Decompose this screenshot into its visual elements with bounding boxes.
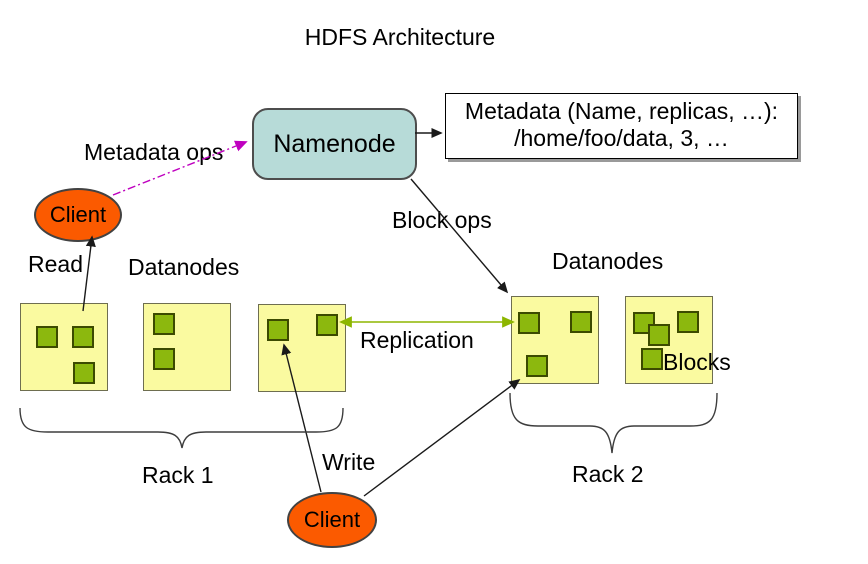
block-square [518,312,540,334]
block-square [648,324,670,346]
datanode-box-2 [143,303,231,391]
read-label: Read [28,251,83,277]
block-square [677,311,699,333]
blocks-label: Blocks [663,349,731,375]
read-arrow [82,235,96,312]
client-node-top: Client [34,188,122,242]
block-square [526,355,548,377]
write-arrow-rack2 [363,378,521,497]
replication-label: Replication [360,327,474,353]
block-square [153,313,175,335]
rack1-label: Rack 1 [142,462,214,488]
datanode-box-4 [511,296,599,384]
datanodes-right-label: Datanodes [552,248,664,274]
client-top-label: Client [49,202,107,227]
datanode-box-1 [20,303,108,391]
block-square [36,326,58,348]
block-square [267,319,289,341]
namenode-box: Namenode [252,108,417,180]
datanode-box-3 [258,304,346,392]
block-square [72,326,94,348]
block-square [641,348,663,370]
metadata-ops-label: Metadata ops [84,139,224,165]
rack2-label: Rack 2 [572,461,644,487]
datanodes-left-label: Datanodes [128,254,240,280]
client-node-bottom: Client [287,492,377,548]
metadata-note-box: Metadata (Name, replicas, …): /home/foo/… [445,93,798,159]
block-ops-label: Block ops [392,207,492,233]
metadata-note-line2: /home/foo/data, 3, … [514,125,729,151]
block-square [73,362,95,384]
rack1-brace [19,407,344,449]
diagram-title: HDFS Architecture [304,24,496,50]
rack2-brace [509,392,718,454]
block-square [153,348,175,370]
block-ops-arrow [410,178,509,294]
datanode-box-5 [625,296,713,384]
metadata-note-line1: Metadata (Name, replicas, …): [464,98,779,124]
block-square [316,314,338,336]
client-bottom-label: Client [303,507,361,532]
block-square [570,311,592,333]
write-label: Write [322,449,376,475]
namenode-label: Namenode [273,129,396,158]
